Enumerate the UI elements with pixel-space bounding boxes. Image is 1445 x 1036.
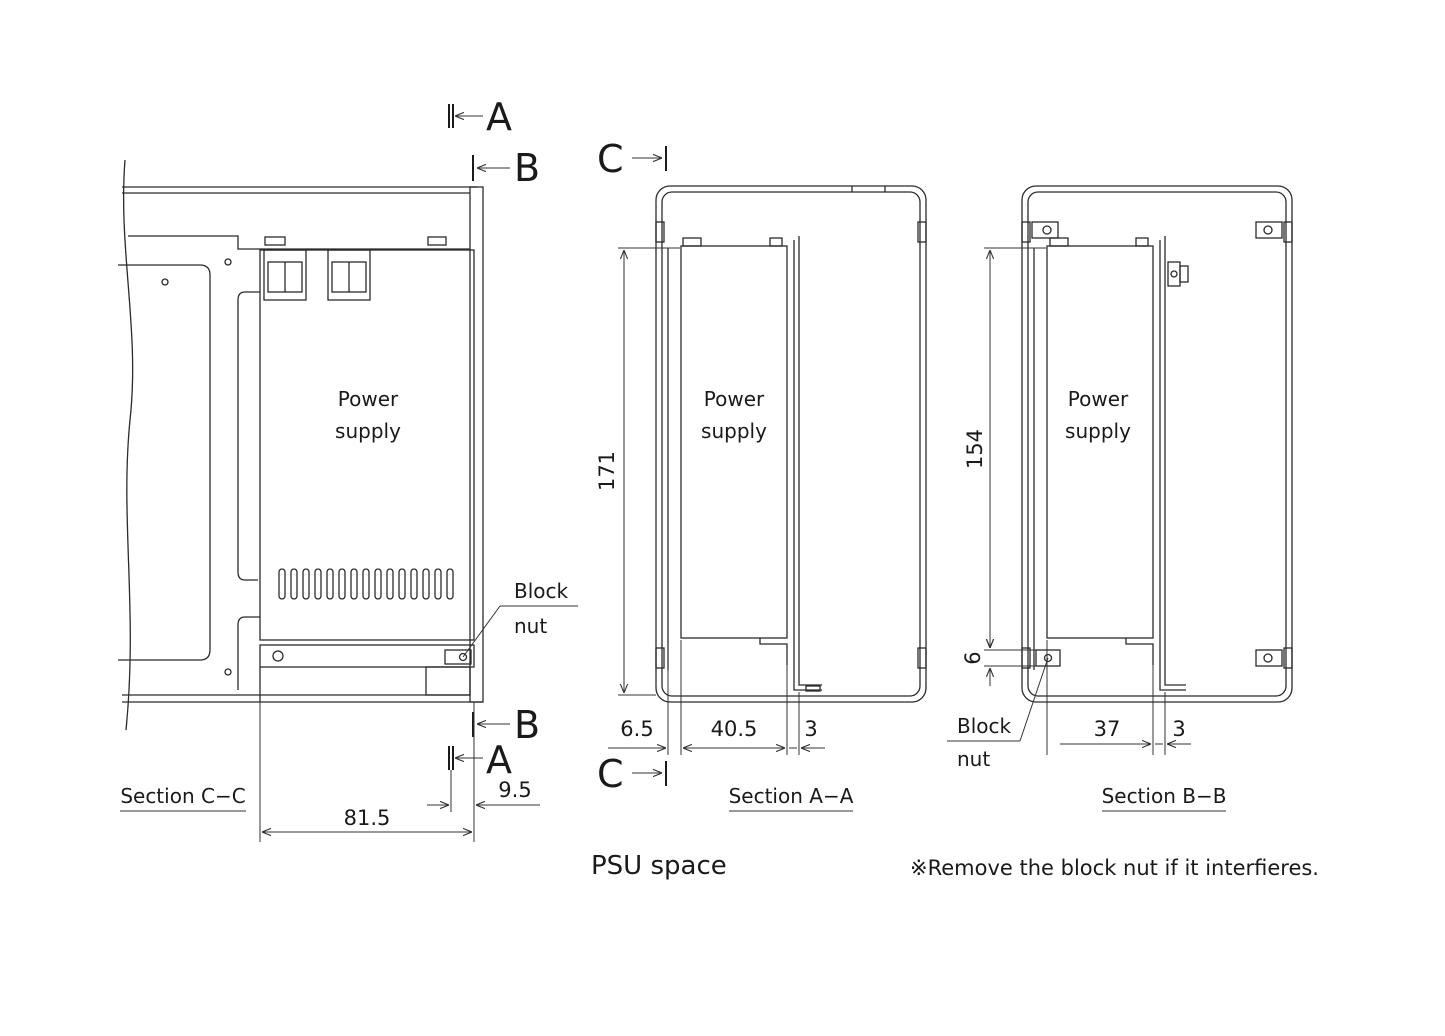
section-title-cc: Section C−C bbox=[120, 784, 245, 808]
psu-label-bb-line1: Power bbox=[1068, 387, 1129, 411]
note-remove-block-nut: ※Remove the block nut if it interfieres. bbox=[910, 856, 1319, 880]
dim-aa-width: 40.5 bbox=[711, 717, 758, 741]
section-marker-a-bottom: A bbox=[486, 738, 512, 782]
dim-aa-right: 3 bbox=[804, 717, 817, 741]
section-marker-c-top: C bbox=[597, 137, 624, 181]
section-marker-b-top: B bbox=[514, 146, 540, 190]
section-title-bb: Section B−B bbox=[1102, 784, 1227, 808]
psu-label-cc-line1: Power bbox=[338, 387, 399, 411]
dim-bb-height: 154 bbox=[963, 429, 987, 469]
dim-bb-nut: 6 bbox=[961, 651, 985, 664]
block-nut-label-bb-line2: nut bbox=[957, 747, 990, 771]
dim-cc-offset: 9.5 bbox=[498, 778, 531, 802]
psu-label-cc-line2: supply bbox=[335, 419, 401, 443]
dim-bb-width: 37 bbox=[1094, 717, 1121, 741]
block-nut-label-cc-line1: Block bbox=[514, 579, 569, 603]
dim-bb-right: 3 bbox=[1172, 717, 1185, 741]
section-title-aa: Section A−A bbox=[729, 784, 854, 808]
section-marker-c-bottom: C bbox=[597, 752, 624, 796]
dim-aa-height: 171 bbox=[595, 451, 619, 491]
block-nut-label-bb-line1: Block bbox=[957, 714, 1012, 738]
dim-cc-width: 81.5 bbox=[344, 806, 391, 830]
section-cc-view: Block nut Power supply A B B A 81.5 9.5 … bbox=[118, 95, 578, 842]
section-aa-view: Power supply 171 6.5 40.5 3 C C Section … bbox=[595, 137, 927, 812]
section-marker-a-top: A bbox=[486, 95, 512, 139]
block-nut-label-cc-line2: nut bbox=[514, 614, 547, 638]
psu-label-aa-line1: Power bbox=[704, 387, 765, 411]
dim-aa-left: 6.5 bbox=[620, 717, 653, 741]
psu-label-bb-line2: supply bbox=[1065, 419, 1131, 443]
vent-slots bbox=[278, 568, 454, 600]
psu-label-aa-line2: supply bbox=[701, 419, 767, 443]
section-bb-view: Block nut Power supply 154 6 37 3 Sectio… bbox=[947, 185, 1293, 812]
caption-psu-space: PSU space bbox=[591, 851, 727, 881]
section-marker-b-bottom: B bbox=[514, 703, 540, 747]
